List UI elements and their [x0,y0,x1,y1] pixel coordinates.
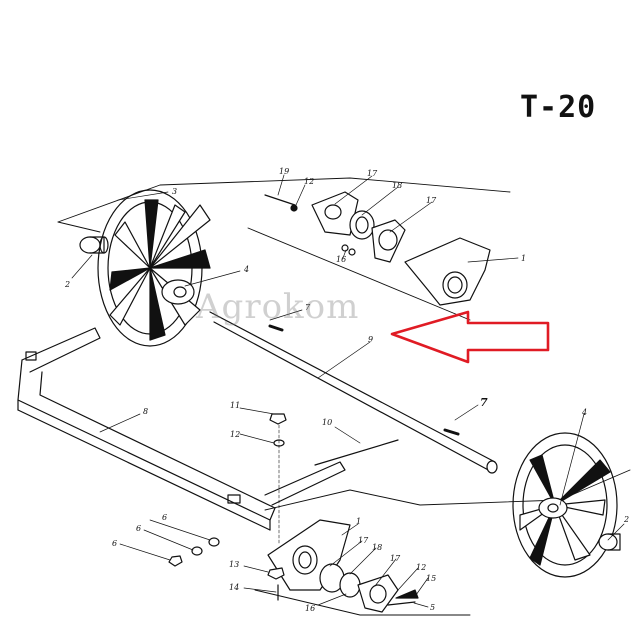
part-label-10: 10 [322,418,332,427]
left-nuts [168,537,220,567]
part-label-4: 4 [243,265,249,274]
part-label-6: 6 [112,539,117,548]
part-label-6: 6 [162,513,167,522]
top-bearing-group [264,191,491,306]
part-label-17: 17 [358,536,369,545]
part-label-9: 9 [368,335,373,344]
part-label-11: 11 [230,401,240,410]
part-label-12: 12 [416,563,426,572]
left-fan [97,189,211,347]
left-bushing [79,236,109,254]
part-label-15: 15 [426,574,436,583]
part-label-6: 6 [136,524,141,533]
watermark: Agrokom [196,287,360,327]
part-label-17: 17 [390,554,401,563]
frame-beam [17,327,346,531]
keys [268,324,460,436]
part-label-16: 16 [336,255,346,264]
part-label-18: 18 [392,181,402,190]
part-label-17: 17 [367,169,378,178]
part-label-7: 7 [305,303,311,312]
part-label-5: 5 [430,603,435,612]
part-label-4: 4 [581,408,587,417]
part-label-17: 17 [426,196,437,205]
upper-frame-outline [57,177,511,321]
right-fan [512,432,618,578]
diagram-title: T-20 [520,90,597,125]
part-labels: 1 2 3 4 7 9 7 4 2 8 10 11 12 6 6 6 19 12… [64,167,629,613]
part-label-19: 19 [279,167,289,176]
part-label-2: 2 [623,515,629,524]
lower-frame-outline [254,469,631,616]
part-label-3: 3 [172,187,177,196]
part-label-16: 16 [305,604,315,613]
part-label-12: 12 [304,177,314,186]
main-shaft [209,311,498,474]
part-label-12: 12 [230,430,240,439]
part-label-13: 13 [229,560,239,569]
right-bushing [598,533,621,551]
part-label-18: 18 [372,543,382,552]
part-label-7: 7 [480,396,488,409]
part-label-2: 2 [64,280,70,289]
bottom-bearing-group [267,519,419,613]
part-label-1: 1 [521,254,526,263]
part-label-8: 8 [143,407,148,416]
part-label-14: 14 [229,583,239,592]
mid-fasteners [269,413,287,546]
part-label-1: 1 [356,517,361,526]
leader-lines [71,174,625,608]
tie-rod [314,426,399,466]
highlight-arrow [390,310,550,364]
